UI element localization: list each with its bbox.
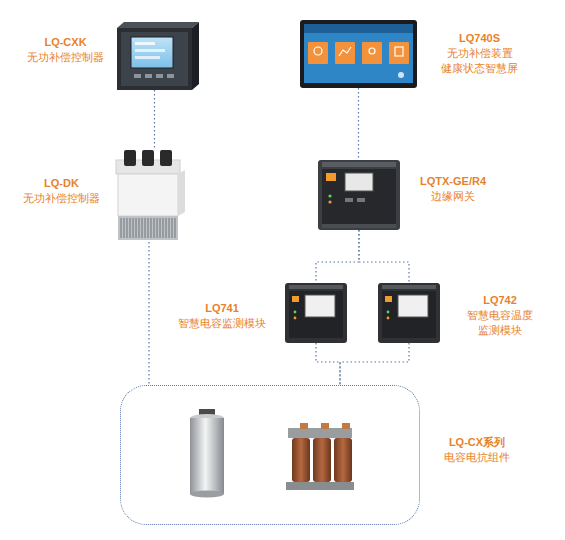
- device-node: LQ741智慧电容监测模块: [285, 283, 347, 343]
- device-name: 智慧电容监测模块: [178, 316, 266, 331]
- dotted-connector: [154, 90, 155, 150]
- device-model: LQ740S: [441, 31, 518, 46]
- node-label: LQ-DK无功补偿控制器: [23, 176, 100, 206]
- device-name: 无功补偿装置 健康状态智慧屏: [441, 46, 518, 76]
- device-name: 无功补偿控制器: [23, 191, 100, 206]
- device-node: LQ-CXK无功补偿控制器: [117, 28, 192, 90]
- edge-gateway: [318, 160, 400, 230]
- device-model: LQTX-GE/R4: [420, 174, 486, 189]
- node-label: LQ-CXK无功补偿控制器: [27, 35, 104, 65]
- device-model: LQ-DK: [23, 176, 100, 191]
- node-label: LQ-CX系列电容电抗组件: [444, 435, 510, 465]
- device-name: 边缘网关: [420, 189, 486, 204]
- device-name: 智慧电容温度 监测模块: [467, 308, 533, 338]
- device-model: LQ742: [467, 293, 533, 308]
- node-label: LQTX-GE/R4边缘网关: [420, 174, 486, 204]
- device-name: 电容电抗组件: [444, 450, 510, 465]
- monitor-module: [378, 283, 440, 343]
- dotted-connector: [316, 230, 359, 283]
- reactor: [286, 423, 354, 490]
- capacitor: [190, 409, 224, 498]
- device-name: 无功补偿控制器: [27, 50, 104, 65]
- component-group: LQ-CX系列电容电抗组件: [120, 385, 420, 525]
- node-label: LQ741智慧电容监测模块: [178, 301, 266, 331]
- smart-screen: [300, 20, 417, 88]
- dotted-connector: [316, 343, 340, 385]
- device-node: LQTX-GE/R4边缘网关: [318, 160, 400, 230]
- dotted-connector: [358, 88, 359, 160]
- node-label: LQ740S无功补偿装置 健康状态智慧屏: [441, 31, 518, 76]
- compensation-switch: [116, 150, 185, 240]
- node-label: LQ742智慧电容温度 监测模块: [467, 293, 533, 338]
- dotted-connector: [359, 230, 409, 283]
- device-model: LQ741: [178, 301, 266, 316]
- device-model: LQ-CX系列: [444, 435, 510, 450]
- device-node: LQ742智慧电容温度 监测模块: [378, 283, 440, 343]
- device-model: LQ-CXK: [27, 35, 104, 50]
- dotted-connector: [340, 343, 409, 385]
- device-node: LQ-DK无功补偿控制器: [113, 150, 185, 242]
- controller-panel: [117, 22, 199, 90]
- monitor-module: [285, 283, 347, 343]
- device-node: LQ740S无功补偿装置 健康状态智慧屏: [300, 20, 417, 88]
- dotted-connector: [148, 242, 149, 385]
